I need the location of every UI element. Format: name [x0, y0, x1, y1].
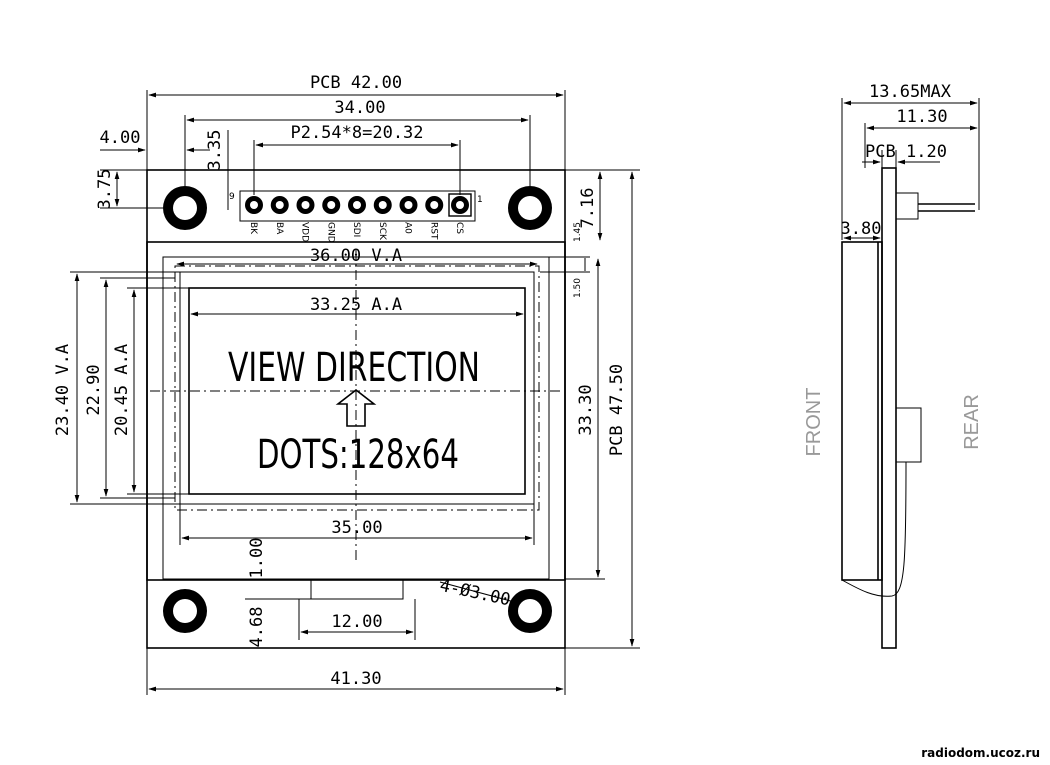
front-label: FRONT: [803, 388, 825, 457]
dim-thickness: 11.30: [896, 107, 947, 127]
dim-tab-height: 4.68: [247, 607, 267, 648]
dim-hole-offset-x: 4.00: [100, 128, 141, 148]
pin-hole: [378, 201, 387, 209]
dim-va-width: 36.00 V.A: [310, 246, 402, 266]
watermark: radiodom.ucoz.ru: [921, 746, 1040, 760]
arrow-up-icon: [335, 388, 377, 427]
front-view: BK BA VDD GND SDI SCK A0 RST CS 9 1 PCB 42.00 34…: [53, 73, 640, 695]
dim-max-thickness: 13.65MAX: [869, 82, 952, 102]
dim-tab-width: 12.00: [331, 612, 382, 632]
pin-label: SDI: [351, 222, 361, 237]
pin-label: CS: [454, 222, 464, 234]
dim-aa-height: 20.45 A.A: [112, 344, 132, 436]
pin-label: RST: [428, 222, 438, 240]
pin-hole: [250, 201, 258, 209]
mount-hole-top-right: [508, 186, 552, 230]
pin-hole: [353, 201, 361, 209]
pin-label: VDD: [300, 222, 310, 242]
pin-header: [239, 190, 476, 222]
side-connector: [895, 407, 922, 463]
pin-hole: [275, 201, 284, 209]
dim-gap-145: 1.45: [573, 222, 583, 242]
dim-lcd-width: 41.30: [330, 669, 381, 689]
lcd-frame: [146, 241, 566, 581]
pin-number-1: 1: [477, 195, 483, 205]
fpc-tab: [310, 578, 404, 600]
pin-label: SCK: [377, 222, 387, 241]
dim-pin-offset: 3.35: [205, 130, 225, 171]
dots-text: DOTS:128x64: [257, 432, 459, 478]
rear-label: REAR: [961, 394, 983, 450]
dim-pin-pitch: P2.54*8=20.32: [290, 123, 423, 143]
pin-label: BA: [274, 222, 284, 235]
side-lcd: [841, 241, 883, 581]
dim-gap-150: 1.50: [573, 278, 583, 298]
dim-hole-spacing: 34.00: [334, 98, 385, 118]
dim-va-height: 23.40 V.A: [53, 344, 73, 436]
pins: BK BA VDD GND SDI SCK A0 RST CS: [245, 193, 472, 243]
dim-mount-holes: 4-Ø3.00: [438, 576, 512, 610]
dim-pcb-height: PCB 47.50: [607, 364, 627, 456]
dim-tab-gap: 1.00: [247, 538, 267, 579]
dim-outline-height: 22.90: [84, 364, 104, 415]
dim-glass-width: 35.00: [331, 518, 382, 538]
dim-glass-height: 33.30: [576, 384, 596, 435]
side-pcb: [881, 167, 897, 649]
side-pin-header: [895, 192, 919, 220]
dim-aa-width: 33.25 A.A: [310, 295, 402, 315]
mount-hole-bottom-right: [508, 589, 552, 633]
pin-hole: [456, 201, 464, 209]
dim-lcd-thickness: 3.80: [841, 219, 882, 239]
pin-number-9: 9: [229, 192, 235, 202]
pin-hole: [327, 201, 336, 209]
view-direction-text: VIEW DIRECTION: [228, 345, 480, 391]
mount-hole-bottom-left: [163, 589, 207, 633]
polarizer: [179, 271, 535, 505]
pin-hole: [430, 201, 439, 209]
pin-label: A0: [403, 222, 413, 234]
dim-pcb-thickness: PCB 1.20: [865, 142, 947, 162]
pin-hole: [404, 201, 413, 209]
pin-label: BK: [248, 222, 258, 235]
dim-pcb-width: PCB 42.00: [310, 73, 402, 93]
pin-hole: [301, 201, 310, 209]
mount-hole-top-left: [163, 186, 207, 230]
side-fpc: [841, 461, 907, 597]
dim-hole-offset-y: 3.75: [95, 169, 115, 210]
dim-top-to-va: 7.16: [578, 188, 598, 229]
side-view: 13.65MAX 11.30 PCB 1.20 3.80 FRONT REAR: [803, 82, 983, 649]
pin-label: GND: [325, 222, 335, 243]
